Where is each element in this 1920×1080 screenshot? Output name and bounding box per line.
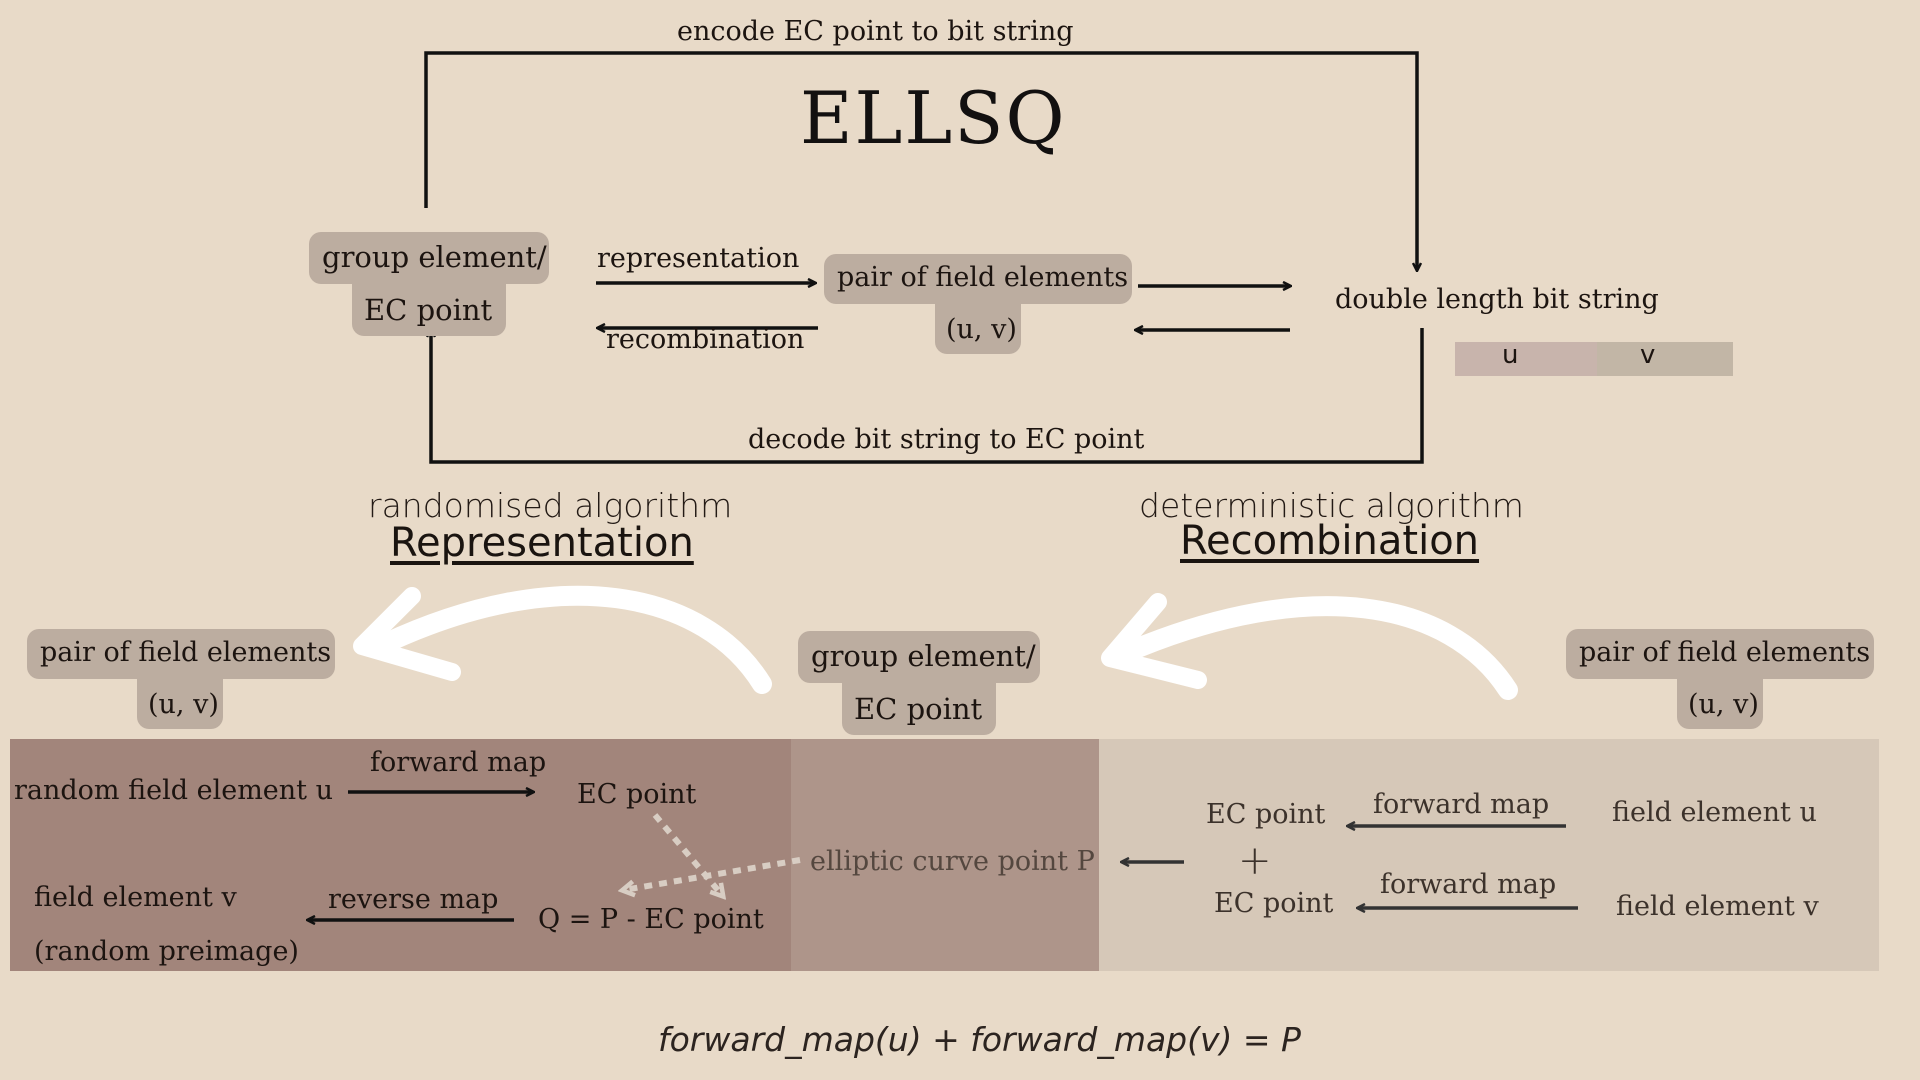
elliptic-point-panel [791,739,1099,971]
uv-label: (u, v) [946,314,1017,345]
reverse-map-label: reverse map [328,884,499,915]
forward-map-label-left: forward map [370,747,547,778]
ec-point-label: EC point [364,293,493,327]
representation-panel [10,739,791,971]
q-expression-label: Q = P - EC point [538,904,764,935]
right-uv-label: (u, v) [1688,689,1759,720]
forward-map-u-label: forward map [1373,789,1550,820]
mid-group-pill-bottom [842,679,996,735]
group-element-label: group element/ [322,240,547,274]
pair-pill-top [824,254,1132,304]
field-element-v-label: field element v [34,882,237,913]
recombination-curve-arrow [1118,596,1518,700]
group-element-pill-top [309,232,549,284]
left-pair-pill-top [27,629,335,679]
representation-heading: Representation [390,520,694,566]
representation-label: representation [597,243,800,274]
recombination-label: recombination [606,324,805,355]
left-uv-label: (u, v) [148,689,219,720]
bit-v-label: v [1640,340,1656,370]
left-pair-label: pair of field elements [40,637,332,668]
field-element-u-label: field element u [1612,797,1817,828]
random-preimage-label: (random preimage) [34,936,299,967]
mid-ec-point-label: EC point [854,692,983,726]
right-pair-pill-top [1566,629,1874,679]
decode-arrow [431,328,1424,464]
page-title: ELLSQ [800,76,1067,160]
decode-label: decode bit string to EC point [748,424,1145,455]
recombination-curve-arrowhead [1101,593,1207,689]
formula-label: forward_map(u) + forward_map(v) = P [658,1020,1301,1059]
ec-point-u-label: EC point [1206,799,1326,830]
plus-sign: + [1238,838,1272,884]
field-element-v-right-label: field element v [1616,891,1819,922]
randomised-algorithm-label: randomised algorithm [368,486,733,525]
dotted-ec-to-q-arrow [652,813,722,895]
right-pair-label: pair of field elements [1579,637,1871,668]
mid-group-element-label: group element/ [811,639,1036,673]
recombination-heading: Recombination [1180,518,1480,564]
bit-u-label: u [1502,340,1519,370]
left-pair-pill-bottom [137,675,223,729]
representation-curve-arrow [370,585,772,694]
pair-pill-bottom [935,300,1021,354]
double-length-bit-string-label: double length bit string [1335,284,1659,315]
random-field-element-u-label: random field element u [14,775,333,806]
pair-of-field-elements-label: pair of field elements [837,262,1129,293]
encode-label: encode EC point to bit string [677,16,1074,47]
ec-point-v-label: EC point [1214,888,1334,919]
bit-string-v-segment [1597,342,1733,376]
right-pair-pill-bottom [1677,675,1763,729]
ec-point-left-label: EC point [577,779,697,810]
recombination-panel [1099,739,1879,971]
group-element-pill-bottom [352,280,506,336]
elliptic-curve-point-label: elliptic curve point P [810,846,1095,877]
encode-arrow [424,51,1417,270]
forward-map-v-label: forward map [1380,869,1557,900]
representation-curve-arrowhead [353,587,461,681]
deterministic-algorithm-label: deterministic algorithm [1139,486,1524,525]
mid-group-pill-top [798,631,1040,683]
bit-string-u-segment [1455,342,1597,376]
